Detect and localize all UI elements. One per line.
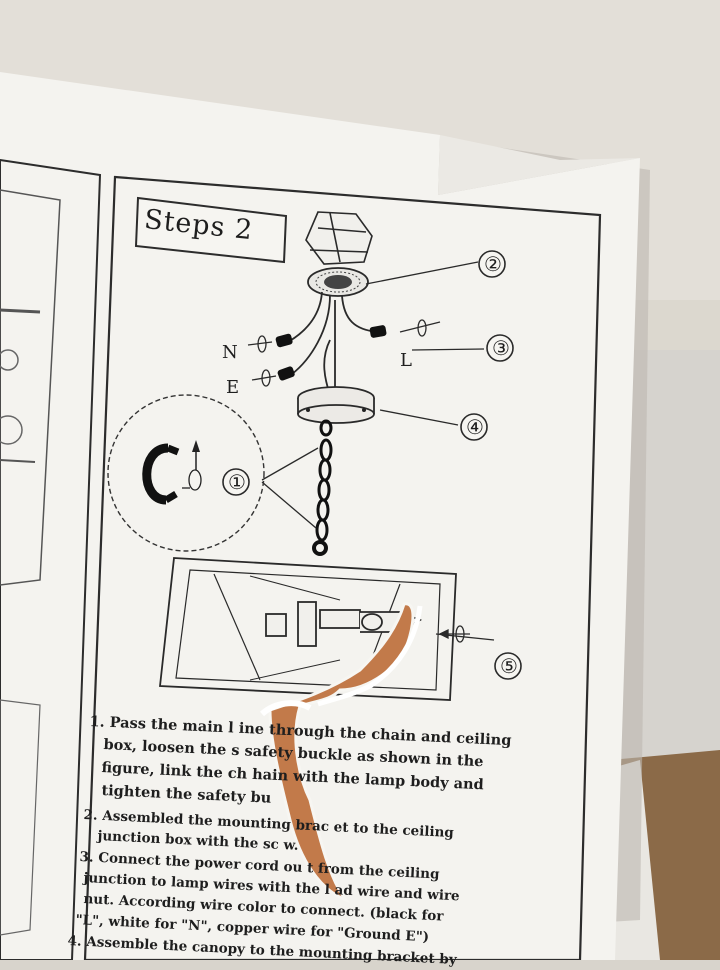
canopy — [297, 386, 375, 424]
callout-5: ⑤ — [500, 654, 518, 678]
steps2-panel-frame — [83, 175, 602, 960]
mounting-bracket — [307, 267, 369, 297]
wire-label-l: L — [400, 350, 412, 371]
bulb-twist-arrow — [438, 625, 470, 643]
wire-label-e: E — [226, 377, 240, 398]
wire-nut-n — [275, 333, 293, 348]
callout-4: ④ — [466, 415, 484, 439]
buckle-detail-circle — [107, 394, 265, 552]
wire-label-n: N — [222, 342, 238, 363]
left-panel-frame — [0, 158, 102, 960]
wire-nut-e — [277, 366, 295, 381]
ceiling-junction-box — [305, 211, 373, 265]
callout-2: ② — [484, 252, 502, 276]
twist-arrows — [247, 319, 441, 387]
chain — [312, 419, 333, 556]
callout-3: ③ — [492, 336, 510, 360]
wire-nut-l — [369, 325, 387, 338]
callout-circles — [222, 250, 522, 680]
callout-1: ① — [228, 470, 246, 494]
leader-lines — [261, 261, 495, 641]
title-box — [134, 196, 288, 264]
paper-tear — [259, 602, 423, 904]
